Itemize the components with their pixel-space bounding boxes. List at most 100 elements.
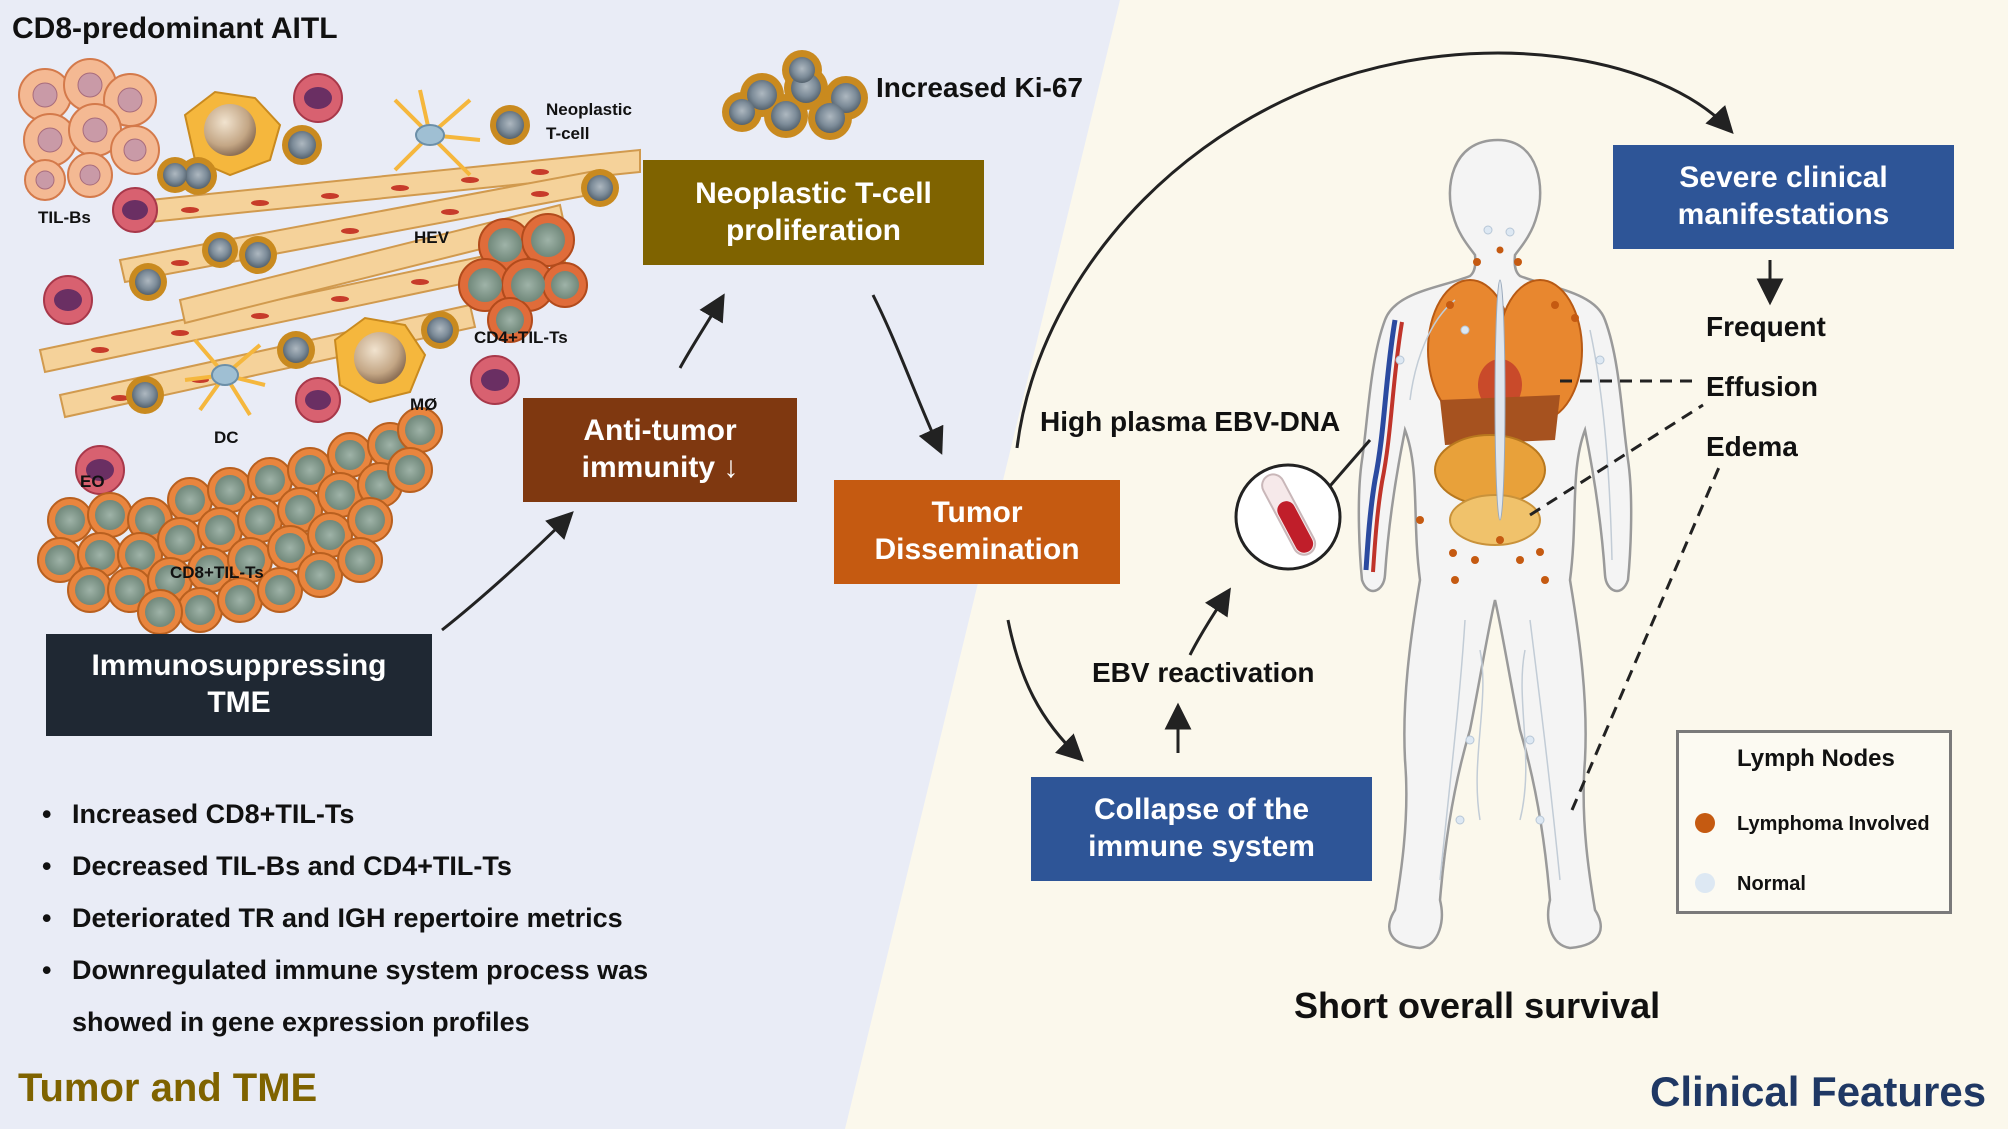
box-line: proliferation: [725, 213, 901, 247]
legend-title: Lymph Nodes: [1737, 745, 1895, 772]
eo-label: EO: [80, 472, 105, 491]
right-panel-footer: Clinical Features: [1650, 1068, 1987, 1115]
neoplastic-proliferation-box: Neoplastic T-cell proliferation: [643, 160, 984, 265]
box-line: Dissemination: [874, 533, 1080, 566]
box-line: Collapse of the: [1093, 793, 1310, 827]
cd8-cell-nucleus: [95, 500, 125, 530]
list-item: • Decreased TIL-Bs and CD4+TIL-Ts: [38, 840, 648, 892]
cd8-cell-nucleus: [405, 415, 435, 445]
left-panel-title: CD8-predominant AITL: [12, 12, 338, 45]
bullet-marker: •: [42, 851, 52, 881]
dendritic-cells: [184, 89, 481, 417]
list-item-continuation: showed in gene expression profiles: [38, 996, 648, 1048]
neoplastic-label-line2: T-cell: [546, 124, 590, 143]
cd8-label: CD8+TIL-Ts: [170, 563, 264, 582]
bullet-marker: •: [42, 903, 52, 933]
symptom-edema: Edema: [1706, 431, 1798, 462]
til-bs-label: TIL-Bs: [38, 208, 91, 227]
list-item-text: Deteriorated TR and IGH repertoire metri…: [72, 903, 623, 933]
cd8-cell-nucleus: [355, 505, 385, 535]
cd8-cell-nucleus: [85, 540, 115, 570]
cd8-cell-nucleus: [335, 440, 365, 470]
left-panel-footer: Tumor and TME: [18, 1066, 318, 1110]
cd8-cell-nucleus: [225, 585, 255, 615]
box-line: Neoplastic T-cell: [695, 176, 932, 210]
cd8-cell-nucleus: [345, 545, 375, 575]
cd8-cell-nucleus: [135, 505, 165, 535]
bullet-marker: •: [42, 799, 52, 829]
severe-manifestations-box: Severe clinical manifestations: [1613, 145, 1954, 249]
box-line: immunity ↓: [581, 451, 739, 484]
neoplastic-label-line1: Neoplastic: [546, 100, 632, 119]
cd8-cell-nucleus: [195, 555, 225, 585]
list-item: • Downregulated immune system process was: [38, 944, 648, 996]
ebv-dna-label: High plasma EBV-DNA: [1040, 406, 1341, 437]
cd8-cell-nucleus: [275, 533, 305, 563]
cd8-cell-nucleus: [315, 520, 345, 550]
macrophages: [183, 90, 427, 404]
legend-label-normal: Normal: [1737, 873, 1806, 895]
symptom-frequent: Frequent: [1706, 311, 1826, 342]
cd8-cell-nucleus: [395, 455, 425, 485]
cd8-cell-nucleus: [155, 565, 185, 595]
ki67-label: Increased Ki-67: [876, 72, 1083, 103]
cd8-cell-nucleus: [45, 545, 75, 575]
anti-tumor-immunity-box: Anti-tumor immunity ↓: [523, 398, 797, 502]
cd8-cell-nucleus: [325, 480, 355, 510]
cd8-cell-nucleus: [185, 595, 215, 625]
legend-swatch-normal: [1695, 873, 1715, 893]
cd8-cell-nucleus: [165, 525, 195, 555]
box-line: Immunosuppressing: [91, 649, 387, 683]
arrow-tme-to-antitumor: [441, 511, 574, 632]
flow-arrows: [441, 51, 1784, 762]
cd8-cell-nucleus: [285, 495, 315, 525]
arrow-proliferation-to-dissemination: [871, 294, 944, 455]
hev-label: HEV: [414, 228, 449, 247]
cd8-cell-nucleus: [365, 470, 395, 500]
dc-label: DC: [214, 428, 239, 447]
bullet-marker: •: [42, 955, 52, 985]
cd8-cell-nucleus: [115, 575, 145, 605]
cd4-label: CD4+TIL-Ts: [474, 328, 568, 347]
survival-label: Short overall survival: [1294, 985, 1661, 1026]
list-item-text: Increased CD8+TIL-Ts: [72, 799, 355, 829]
cd8-cell-nucleus: [175, 485, 205, 515]
lymph-nodes-involved: [1416, 246, 1579, 584]
list-item-text: Decreased TIL-Bs and CD4+TIL-Ts: [72, 851, 512, 881]
list-item-text: Downregulated immune system process was: [72, 955, 649, 985]
arrow-antitumor-to-proliferation: [678, 293, 725, 369]
cd8-cell-nucleus: [125, 540, 155, 570]
cd8-cell-nucleus: [55, 505, 85, 535]
cd8-cell-nucleus: [305, 560, 335, 590]
collapse-immune-box: Collapse of the immune system: [1031, 777, 1372, 881]
blood-tube-callout: [1234, 439, 1372, 571]
macrophage-label: MØ: [410, 395, 438, 414]
lymph-nodes-normal: [1395, 225, 1605, 825]
cd8-cell-nucleus: [255, 465, 285, 495]
cd8-cell-nucleus: [235, 545, 265, 575]
lymph-node-legend: Lymph Nodes Lymphoma Involved Normal: [1676, 730, 1952, 914]
box-line: TME: [207, 686, 271, 719]
tme-findings-list: • Increased CD8+TIL-Ts • Decreased TIL-Bs …: [38, 788, 648, 1048]
cd8-cell-nucleus: [205, 515, 235, 545]
vessel-lines: [1409, 299, 1613, 881]
cd8-cell-nucleus: [265, 575, 295, 605]
cd8-til-t-cells: [37, 407, 443, 635]
arrow-dissemination-to-severe: [1015, 51, 1734, 449]
cd8-cell-nucleus: [215, 475, 245, 505]
organs: [1427, 279, 1583, 546]
list-item: • Increased CD8+TIL-Ts: [38, 788, 648, 840]
arrow-dissemination-to-collapse: [1006, 619, 1084, 762]
list-item-text: showed in gene expression profiles: [72, 1007, 530, 1037]
box-line: manifestations: [1677, 198, 1890, 231]
box-line: Severe clinical: [1679, 161, 1888, 195]
box-line: Tumor: [931, 496, 1023, 530]
box-line: Anti-tumor: [583, 414, 737, 448]
cd8-cell-nucleus: [295, 455, 325, 485]
symptom-effusion: Effusion: [1706, 371, 1818, 402]
symptom-leader-lines: [1529, 379, 1722, 811]
cd8-cell-nucleus: [75, 575, 105, 605]
ki67-cells: [722, 50, 868, 140]
tumor-dissemination-box: Tumor Dissemination: [834, 480, 1120, 584]
legend-label-involved: Lymphoma Involved: [1737, 813, 1930, 835]
